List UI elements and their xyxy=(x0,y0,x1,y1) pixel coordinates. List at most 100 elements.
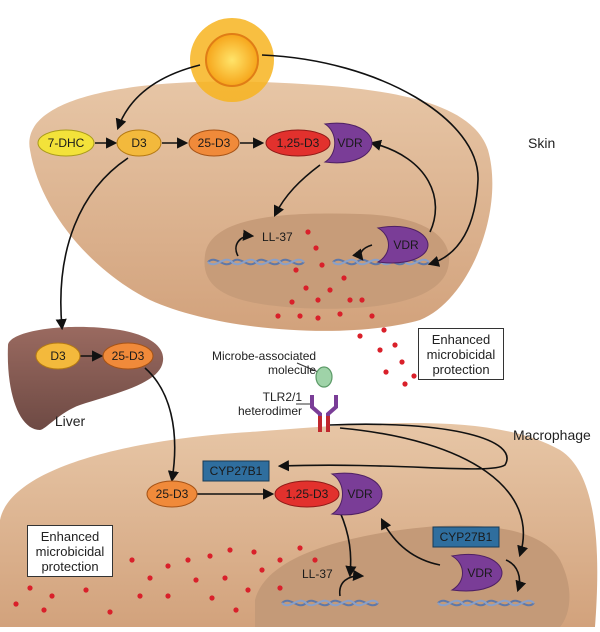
ll37-mac-label: LL-37 xyxy=(302,567,333,581)
pathway-arrows xyxy=(55,54,528,597)
arrow-nucleus-vdr-to-mac-vdr xyxy=(380,518,441,566)
region-liver-label: Liver xyxy=(55,413,86,429)
sun-icon xyxy=(190,18,274,102)
microbe-pointer-line xyxy=(296,362,319,373)
ll37-skin-label: LL-37 xyxy=(262,230,293,244)
arrow-vdr-to-ll37-mac xyxy=(339,511,357,578)
peptide-dot xyxy=(233,607,239,613)
peptide-dot xyxy=(315,297,321,303)
peptide-dot xyxy=(275,313,281,319)
peptide-dot xyxy=(399,359,405,365)
dna-strand-macrophage-2 xyxy=(437,599,535,607)
node-125d3-label: 1,25-D3 xyxy=(277,136,320,150)
peptide-dot xyxy=(305,229,311,235)
arrow-sun-to-skin-dna xyxy=(261,54,479,267)
peptide-dot xyxy=(402,381,408,387)
peptide-dot xyxy=(207,553,213,559)
arrow-dna-to-ll37-skin xyxy=(235,229,255,257)
node-vdr-label: VDR xyxy=(337,136,363,150)
node-d3-skin: D3 xyxy=(116,129,162,157)
peptide-dot xyxy=(315,315,321,321)
outcome-line2: microbicidal xyxy=(426,347,496,362)
tlr-receptor-icon xyxy=(310,395,338,432)
peptide-dot xyxy=(147,575,153,581)
peptide-dot xyxy=(251,549,257,555)
arrow-skin-d3-to-liver xyxy=(55,157,129,331)
peptide-dot xyxy=(107,609,113,615)
peptide-dot xyxy=(185,557,191,563)
node-7dhc-label: 7-DHC xyxy=(48,136,85,150)
node-25d3-mac: 25-D3 xyxy=(146,480,198,508)
microbe-molecule-icon xyxy=(315,366,333,388)
node-vdr-mac-nucleus: VDR xyxy=(450,553,503,592)
peptide-dot xyxy=(369,313,375,319)
peptide-dot xyxy=(83,587,89,593)
peptide-dot xyxy=(347,297,353,303)
peptide-dot xyxy=(337,311,343,317)
peptide-dot xyxy=(227,547,233,553)
arrow-dna-to-ll37-mac xyxy=(338,569,365,597)
peptide-dot xyxy=(13,601,19,607)
arrow-vdr-to-ll37-skin xyxy=(273,164,321,218)
node-25d3-mac-label: 25-D3 xyxy=(156,487,189,501)
arrow-sun-to-d3 xyxy=(115,64,201,131)
peptide-dot xyxy=(293,267,299,273)
outcome-line1: Enhanced xyxy=(40,529,100,544)
peptide-dot xyxy=(209,595,215,601)
peptide-dot xyxy=(277,557,283,563)
node-7dhc-skin: 7-DHC xyxy=(37,129,95,157)
node-d3-label: D3 xyxy=(131,136,147,150)
peptide-dot xyxy=(357,333,363,339)
node-d3-liver: D3 xyxy=(35,342,81,370)
arrow-nucleus-vdr-to-cyto-vdr xyxy=(369,139,437,233)
peptide-dot xyxy=(341,275,347,281)
peptide-dot xyxy=(297,313,303,319)
arrow-liver-to-macrophage xyxy=(144,367,179,483)
node-25d3-liver: 25-D3 xyxy=(102,342,154,370)
peptide-dot xyxy=(377,347,383,353)
peptide-dot xyxy=(165,593,171,599)
arrow-tlr-to-nucleus xyxy=(339,427,528,558)
peptide-dot xyxy=(245,587,251,593)
node-25d3-liver-label: 25-D3 xyxy=(112,349,145,363)
arrow-vdr-to-dna-mac xyxy=(505,559,527,593)
tlr-label: TLR2/1 heterodimer xyxy=(238,390,302,418)
microbe-label-line2: molecule xyxy=(268,363,317,377)
node-cyp27b1-upper: CYP27B1 xyxy=(202,460,270,482)
arrow-vdr-to-dna-skin xyxy=(352,244,373,261)
peptide-dot xyxy=(277,585,283,591)
dna-strand-macrophage-1 xyxy=(281,599,379,607)
peptide-dot xyxy=(383,369,389,375)
tlr-label-line1: TLR2/1 xyxy=(262,390,303,404)
arrow-tlr-to-cyp-upper xyxy=(277,423,508,472)
peptide-dot xyxy=(27,585,33,591)
outcome-box-skin: Enhanced microbicidal protection xyxy=(418,328,504,380)
node-cyp-upper-label: CYP27B1 xyxy=(210,464,263,478)
peptide-dot xyxy=(297,545,303,551)
node-25d3-label: 25-D3 xyxy=(198,136,231,150)
peptide-dot xyxy=(289,299,295,305)
liver-organ xyxy=(7,326,164,430)
node-125d3-vdr-mac: 1,25-D3 VDR xyxy=(274,472,383,516)
outcome-line3: protection xyxy=(41,559,99,574)
peptide-dot xyxy=(193,577,199,583)
peptide-dot xyxy=(165,563,171,569)
node-vdr-mac-label: VDR xyxy=(347,487,373,501)
node-125d3-vdr-skin: 1,25-D3 VDR xyxy=(265,122,373,164)
node-cyp-lower-label: CYP27B1 xyxy=(440,530,493,544)
peptide-dot xyxy=(222,575,228,581)
peptide-dot xyxy=(411,373,417,379)
node-vdr-skin-nucleus: VDR xyxy=(376,225,429,264)
outcome-line1: Enhanced xyxy=(431,332,491,347)
node-25d3-skin: 25-D3 xyxy=(188,129,240,157)
node-vdr-nucleus-label: VDR xyxy=(393,238,419,252)
region-macrophage-label: Macrophage xyxy=(513,427,591,443)
peptide-dot xyxy=(129,557,135,563)
microbe-label-line1: Microbe-associated xyxy=(212,349,317,363)
node-d3-liver-label: D3 xyxy=(50,349,66,363)
peptide-dot xyxy=(359,297,365,303)
region-skin-label: Skin xyxy=(528,135,555,151)
peptide-dot xyxy=(381,327,387,333)
